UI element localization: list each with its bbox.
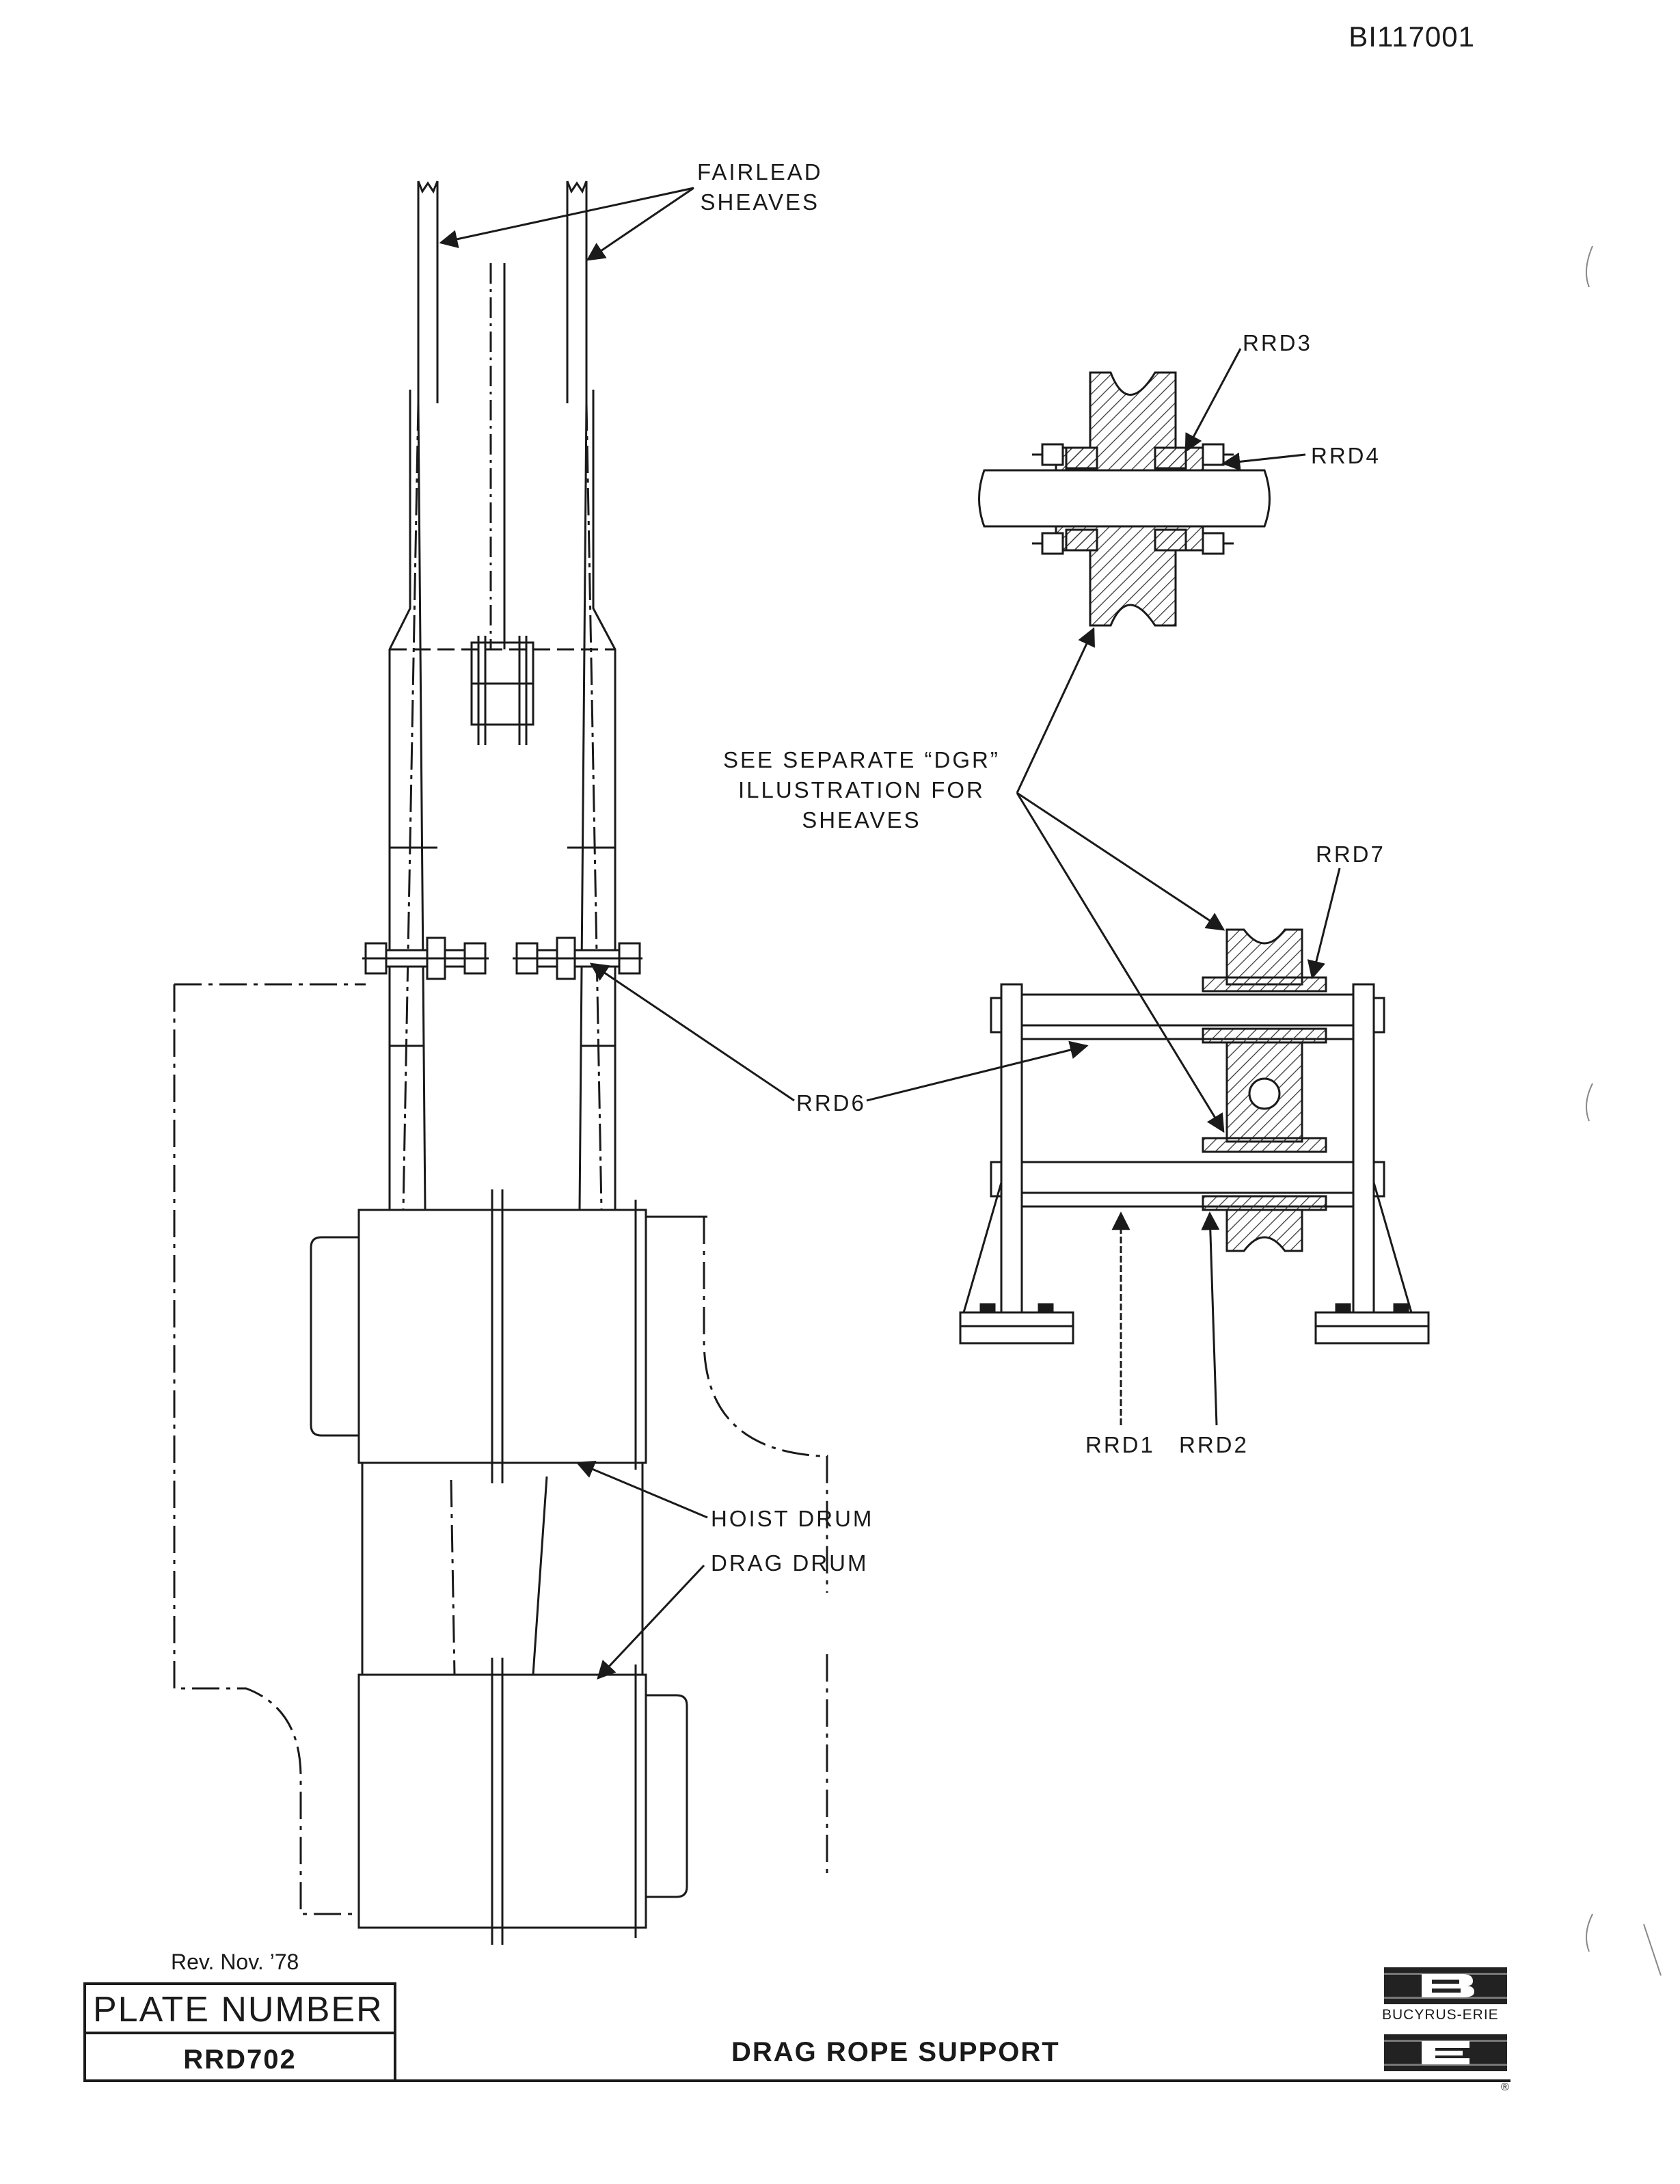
rrd3-label: RRD3 [1243,330,1312,355]
rrd7-label: RRD7 [1316,841,1385,867]
rrd6-label: RRD6 [796,1090,866,1116]
fairlead-label-line2: SHEAVES [700,189,819,215]
plate-number-box: PLATE NUMBER RRD702 [83,1982,396,2082]
left-fairlead-sheave [417,180,439,403]
rrd6-right-shaft [513,936,642,980]
title-underline [396,2079,1510,2082]
fairlead-sheaves-label: FAIRLEAD SHEAVES [697,157,823,217]
margin-marks [1586,245,1662,1976]
bucyrus-erie-logo-e-icon [1384,2034,1507,2071]
hoist-drum [310,1189,707,1483]
support-frame-detail [959,928,1430,1345]
sheave-section-detail [978,371,1271,627]
rrd1-label: RRD1 [1085,1432,1155,1457]
drawing-title: DRAG ROPE SUPPORT [731,2037,1060,2067]
deck-outline [173,983,828,1915]
plate-number-heading: PLATE NUMBER [86,1985,394,2034]
right-fairlead-sheave [566,180,588,403]
leader-lines [439,187,1341,1680]
hoist-drum-label: HOIST DRUM [711,1506,874,1531]
see-separate-line1: SEE SEPARATE “DGR” [723,747,1000,772]
drag-drum-label: DRAG DRUM [711,1550,869,1576]
boom-assembly [388,180,617,1211]
plate-number-value: RRD702 [183,2045,297,2075]
middle-sheave-cluster [470,636,534,745]
document-id: BI117001 [1349,21,1475,53]
brand-name: BUCYRUS-ERIE [1382,2007,1499,2023]
see-separate-line2: ILLUSTRATION FOR [737,777,985,803]
drag-drum [357,1658,688,1945]
bucyrus-erie-logo-b-icon [1384,1967,1507,2004]
rrd2-label: RRD2 [1179,1432,1249,1457]
registered-mark: ® [1501,2081,1509,2093]
rrd6-left-shaft [362,936,489,980]
rrd4-label: RRD4 [1311,443,1381,468]
see-separate-label: SEE SEPARATE “DGR” ILLUSTRATION FOR SHEA… [723,745,1000,835]
revision-date: Rev. Nov. ’78 [171,1950,299,1974]
fairlead-label-line1: FAIRLEAD [697,159,823,185]
see-separate-line3: SHEAVES [802,807,921,833]
drum-connectors [359,1461,646,1675]
